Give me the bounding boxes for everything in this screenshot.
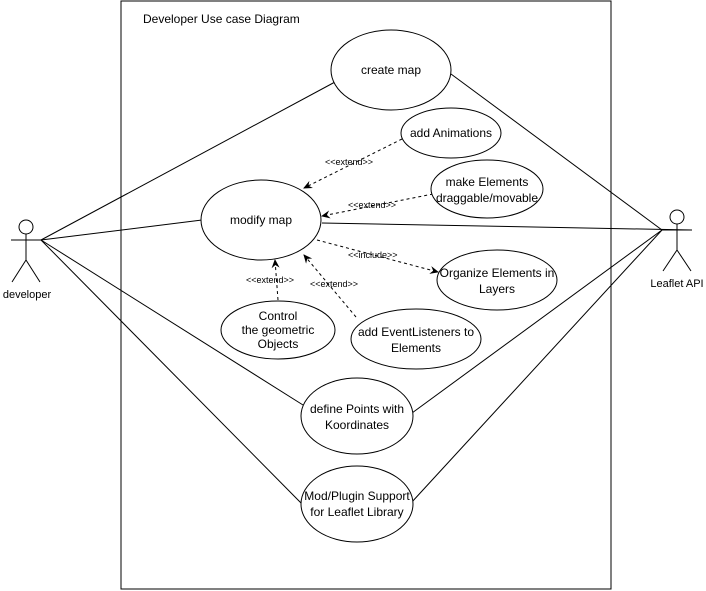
label-include-layers: <<include>> bbox=[348, 250, 398, 260]
dashed-relations bbox=[271, 138, 439, 318]
extend-make-draggable bbox=[321, 193, 434, 219]
use-case-label: modify map bbox=[230, 213, 292, 227]
use-case-event-listeners[interactable]: add EventListeners to Elements bbox=[350, 308, 482, 370]
actor-leaflet-api[interactable] bbox=[662, 209, 692, 272]
use-case-define-points[interactable]: define Points with Koordinates bbox=[300, 377, 414, 455]
actor-right-leg bbox=[25, 259, 41, 283]
use-case-label: Control bbox=[259, 309, 298, 323]
extend-event-listeners bbox=[303, 254, 357, 318]
assoc-developer-plugin-support bbox=[40, 239, 304, 506]
assoc-leaflet-create-map bbox=[450, 73, 663, 231]
use-case-label: add Animations bbox=[410, 126, 492, 140]
assoc-developer-define-points bbox=[40, 239, 304, 406]
label-extend-listeners: <<extend>> bbox=[310, 279, 358, 289]
use-case-control-geometric[interactable]: Control the geometric Objects bbox=[220, 300, 336, 360]
use-case-label: Elements bbox=[391, 341, 441, 355]
actor-head bbox=[18, 219, 34, 235]
actor-left-leg bbox=[11, 259, 27, 283]
actor-developer-label: developer bbox=[3, 289, 52, 301]
assoc-leaflet-modify-map bbox=[321, 222, 693, 231]
use-case-add-animations[interactable]: add Animations bbox=[400, 107, 502, 159]
actor-right-leg bbox=[676, 249, 692, 272]
label-extend-animations: <<extend>> bbox=[325, 157, 373, 167]
extend-add-animations bbox=[303, 138, 403, 189]
assoc-leaflet-define-points bbox=[411, 229, 663, 414]
use-case-label: for Leaflet Library bbox=[310, 505, 403, 519]
use-case-organize-layers[interactable]: Organize Elements in Layers bbox=[436, 249, 558, 311]
use-case-create-map[interactable]: create map bbox=[330, 29, 452, 111]
label-extend-control: <<extend>> bbox=[246, 275, 294, 285]
use-case-label: the geometric bbox=[242, 323, 315, 337]
use-case-label: Objects bbox=[258, 337, 299, 351]
actor-head bbox=[669, 209, 685, 225]
leaflet-associations bbox=[321, 73, 693, 504]
use-case-label: draggable/movable bbox=[436, 191, 538, 205]
use-case-label: create map bbox=[361, 63, 421, 77]
actor-developer[interactable] bbox=[11, 219, 41, 283]
use-case-label: make Elements bbox=[446, 175, 529, 189]
use-case-label: define Points with bbox=[310, 402, 404, 416]
use-case-make-draggable[interactable]: make Elements draggable/movable bbox=[430, 159, 544, 219]
use-case-label: Koordinates bbox=[325, 418, 389, 432]
system-title: Developer Use case Diagram bbox=[143, 12, 300, 26]
assoc-developer-create-map bbox=[40, 81, 336, 241]
system-boundary bbox=[120, 0, 612, 590]
actor-leaflet-api-label: Leaflet API bbox=[650, 278, 703, 290]
use-case-label: add EventListeners to bbox=[358, 325, 474, 339]
use-case-modify-map[interactable]: modify map bbox=[200, 179, 322, 261]
actor-left-leg bbox=[662, 249, 678, 272]
use-case-label: Organize Elements in bbox=[440, 266, 555, 280]
use-case-label: Layers bbox=[479, 282, 515, 296]
assoc-developer-modify-map bbox=[40, 219, 203, 241]
extend-control-geometric bbox=[271, 259, 280, 301]
use-case-plugin-support[interactable]: Mod/Plugin Support for Leaflet Library bbox=[300, 465, 414, 543]
developer-associations bbox=[40, 81, 336, 506]
include-organize-layers bbox=[316, 239, 439, 274]
use-case-label: Mod/Plugin Support bbox=[304, 489, 410, 503]
assoc-leaflet-plugin-support bbox=[410, 229, 663, 504]
label-extend-draggable: <<extend>> bbox=[348, 200, 396, 210]
